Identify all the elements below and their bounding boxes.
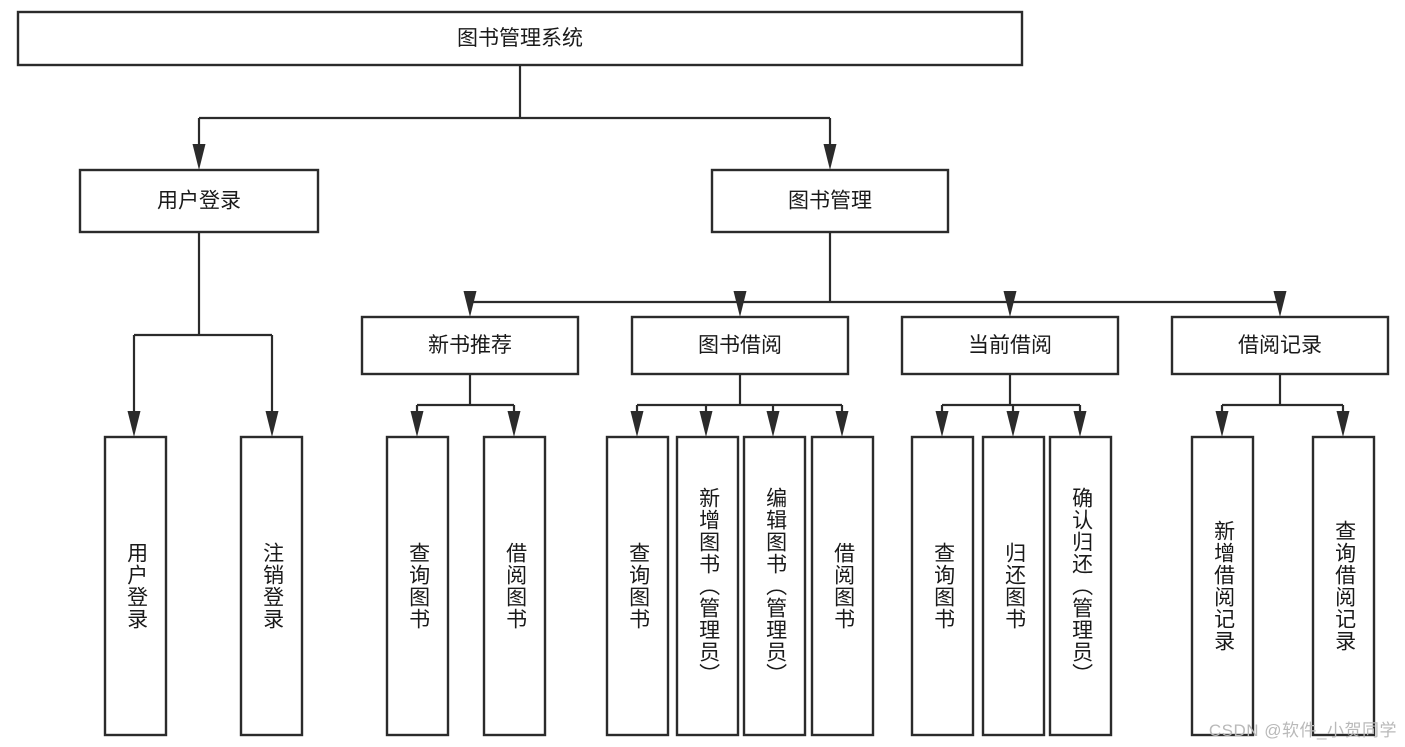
leaf-box-leaf-borrow-book[interactable] <box>810 435 875 737</box>
leaf-box-leaf-borrow-book-rec[interactable] <box>482 435 547 737</box>
node-box-current-borrow[interactable] <box>900 315 1120 376</box>
node-box-book-borrow[interactable] <box>630 315 850 376</box>
leaf-box-leaf-add-record[interactable] <box>1190 435 1255 737</box>
csdn-watermark: CSDN @软件_小贺同学 <box>1208 721 1397 740</box>
connector-borrow-record-arrow-1 <box>1336 411 1350 437</box>
leaf-box-leaf-user-login[interactable] <box>103 435 168 737</box>
node-label-borrow-record: 借阅记录 <box>1238 334 1322 357</box>
connector-new-book-recommend-arrow-1 <box>507 411 521 437</box>
connector-book-manage-arrow-3 <box>1273 291 1287 317</box>
root-node-label: 图书管理系统 <box>457 27 583 50</box>
connector-book-manage-arrow-1 <box>733 291 747 317</box>
node-box-layer <box>16 10 1390 737</box>
node-box-borrow-record[interactable] <box>1170 315 1390 376</box>
leaf-box-leaf-query-record[interactable] <box>1311 435 1376 737</box>
connector-borrow-record-arrow-0 <box>1215 411 1229 437</box>
connector-user-login-arrow-0 <box>127 411 141 437</box>
node-box-book-manage[interactable] <box>710 168 950 234</box>
connector-current-borrow-arrow-0 <box>935 411 949 437</box>
node-box-new-book-recommend[interactable] <box>360 315 580 376</box>
leaf-box-leaf-query-book-rec[interactable] <box>385 435 450 737</box>
node-label-book-borrow: 图书借阅 <box>698 334 782 357</box>
node-box-user-login[interactable] <box>78 168 320 234</box>
leaf-box-leaf-logout[interactable] <box>239 435 304 737</box>
connector-book-borrow-arrow-3 <box>835 411 849 437</box>
leaf-box-leaf-query-book-borrow[interactable] <box>605 435 670 737</box>
connector-current-borrow-arrow-1 <box>1006 411 1020 437</box>
connector-book-manage-arrow-0 <box>463 291 477 317</box>
connector-layer <box>127 65 1350 437</box>
connector-current-borrow-arrow-2 <box>1073 411 1087 437</box>
node-label-book-manage: 图书管理 <box>788 190 872 213</box>
connector-book-manage-arrow-2 <box>1003 291 1017 317</box>
leaf-box-leaf-add-book[interactable] <box>675 435 740 737</box>
connector-new-book-recommend-arrow-0 <box>410 411 424 437</box>
connector-root-arrow-1 <box>823 144 837 170</box>
leaf-box-leaf-confirm-return[interactable] <box>1048 435 1113 737</box>
leaf-box-leaf-edit-book[interactable] <box>742 435 807 737</box>
leaf-box-leaf-query-book-cur[interactable] <box>910 435 975 737</box>
connector-book-borrow-arrow-1 <box>699 411 713 437</box>
connector-book-borrow-arrow-0 <box>630 411 644 437</box>
connector-book-borrow-arrow-2 <box>766 411 780 437</box>
node-label-current-borrow: 当前借阅 <box>968 334 1052 357</box>
node-label-user-login: 用户登录 <box>157 190 241 213</box>
node-label-new-book-recommend: 新书推荐 <box>428 334 512 357</box>
connector-root-arrow-0 <box>192 144 206 170</box>
connector-user-login-arrow-1 <box>265 411 279 437</box>
root-node-box[interactable] <box>16 10 1024 67</box>
leaf-box-leaf-return-book[interactable] <box>981 435 1046 737</box>
